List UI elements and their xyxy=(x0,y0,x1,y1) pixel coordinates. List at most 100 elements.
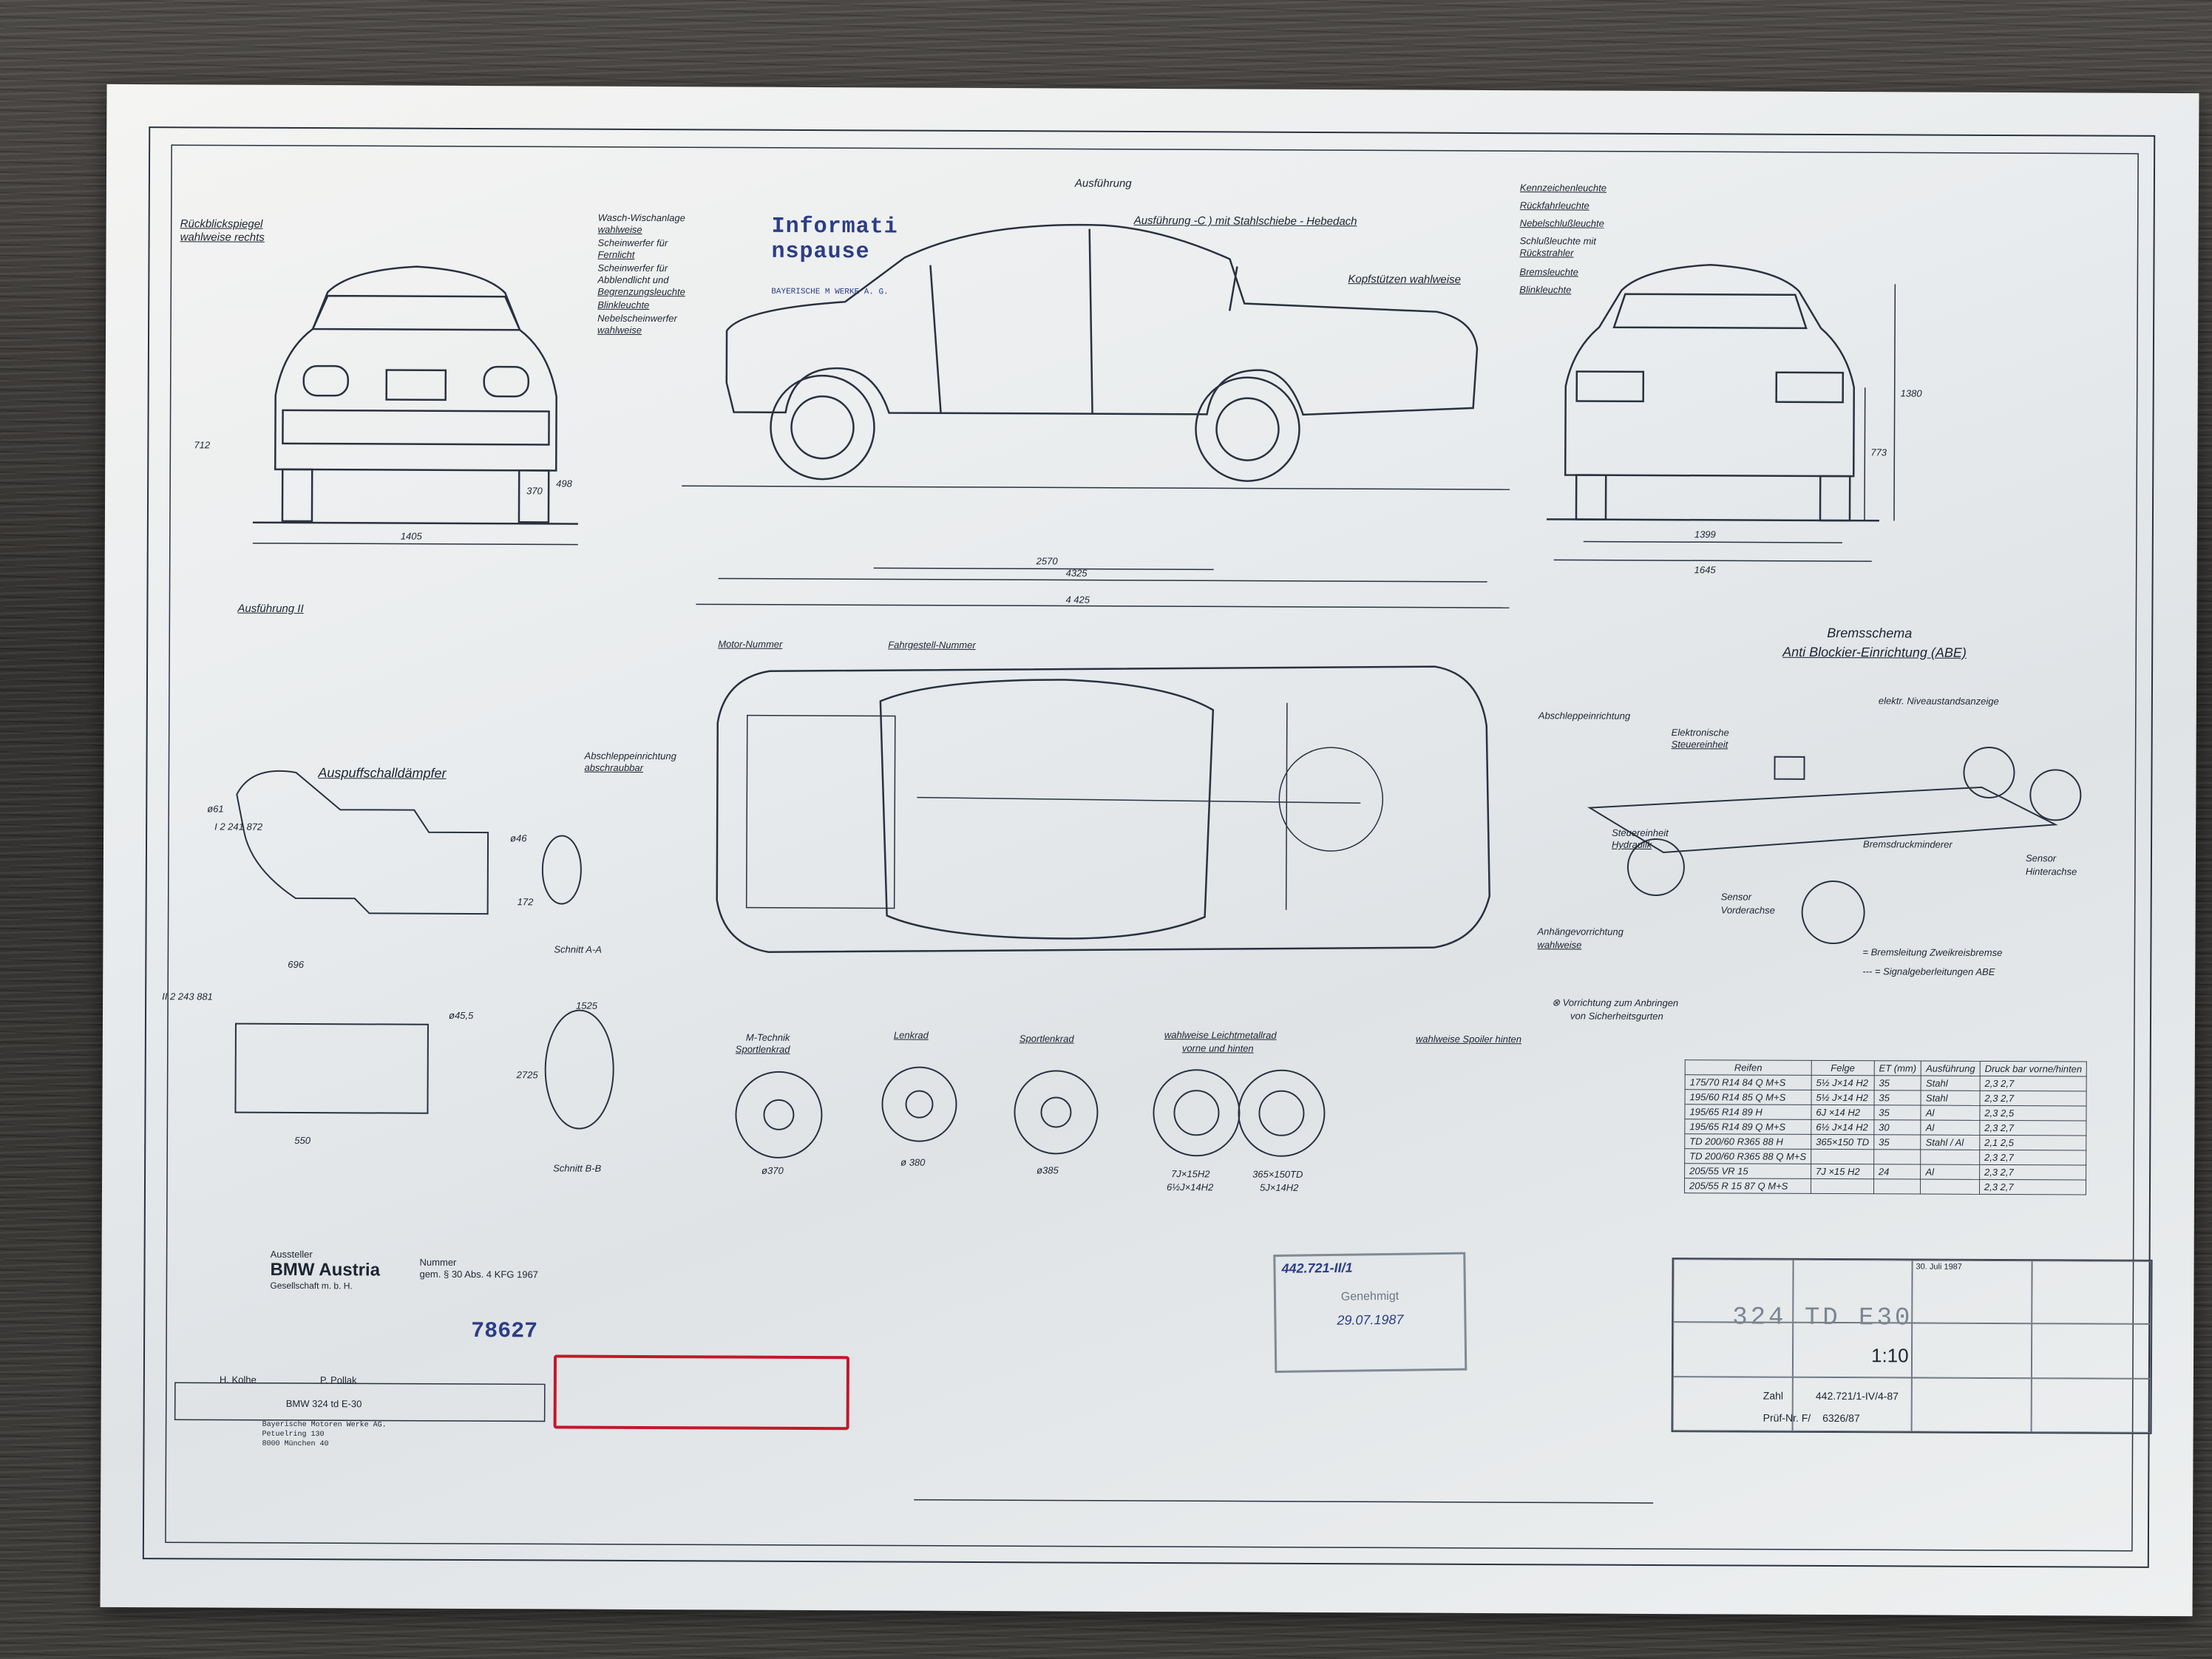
label-leicht: wahlweise Leichtmetallrad xyxy=(1164,1029,1277,1041)
informationspause-stamp: Informati nspause BAYERISCHE M WERKE A. … xyxy=(771,214,949,319)
model-designation: 324 TD E30 xyxy=(1732,1303,1913,1333)
dim-1399: 1399 xyxy=(1694,529,1716,540)
label-nebel: Nebelscheinwerfer xyxy=(597,312,677,325)
approval-genehmigt: Genehmigt xyxy=(1340,1289,1400,1303)
dim-498: 498 xyxy=(556,478,572,489)
address-line-1: Bayerische Motoren Werke AG. xyxy=(262,1420,387,1430)
zahl-value: 442.721/1-IV/4-87 xyxy=(1815,1389,1899,1402)
dim-773: 773 xyxy=(1870,447,1887,458)
cell: Al xyxy=(1921,1120,1980,1136)
issuer-person-1: H. Kolhe xyxy=(219,1374,257,1385)
dim-4425: 4 425 xyxy=(1065,594,1090,605)
tb-cell xyxy=(1911,1323,2032,1378)
label-kopf: Kopfstützen wahlweise xyxy=(1348,273,1462,286)
abs-schema xyxy=(1587,746,2082,945)
label-fahrgestell-nr: Fahrgestell-Nummer xyxy=(888,639,976,651)
cell: 5½ J×14 H2 xyxy=(1811,1090,1874,1105)
dim-2570: 2570 xyxy=(1036,555,1058,567)
address-line-3: 8000 München 40 xyxy=(262,1439,329,1449)
label-abschlepp-l-2: abschraubbar xyxy=(584,761,644,774)
cell: 5½ J×14 H2 xyxy=(1811,1075,1875,1090)
approval-number: 442.721-II/1 xyxy=(1281,1260,1353,1276)
part-number-1: I 2 241 872 xyxy=(214,821,263,832)
dim-46: ø46 xyxy=(510,832,527,844)
cell: 2,3 2,7 xyxy=(1979,1120,2087,1136)
tire-table-header: Reifen Felge ET (mm) Ausführung Druck ba… xyxy=(1685,1059,2087,1077)
red-approval-stamp xyxy=(553,1354,850,1431)
issuer-block: Aussteller BMW Austria Gesellschaft m. b… xyxy=(270,1249,380,1292)
dim-370: 370 xyxy=(526,485,543,497)
issuer-name: BMW Austria xyxy=(270,1259,381,1280)
pruef-label: Prüf-Nr. F/ xyxy=(1763,1411,1811,1424)
label-blink-rear: Blinkleuchte xyxy=(1519,284,1572,296)
cell: Al xyxy=(1921,1105,1980,1121)
title-block: 30. Juli 1987 xyxy=(1671,1258,2153,1434)
cell: 175/70 R14 84 Q M+S xyxy=(1685,1074,1812,1090)
tire-col-ausf: Ausführung xyxy=(1921,1061,1981,1076)
outer-frame xyxy=(142,126,2156,1568)
label-anhaenge: Anhängevorrichtung xyxy=(1537,926,1624,937)
cell: 2,3 2,7 xyxy=(1979,1164,2087,1181)
label-kennzeichen: Kennzeichenleuchte xyxy=(1519,182,1607,194)
label-steuer-hydr-2: Hydraulik xyxy=(1612,838,1652,850)
dim-wheel-370: ø370 xyxy=(761,1164,784,1176)
cell: 2,1 2,5 xyxy=(1979,1135,2087,1151)
tb-cell xyxy=(1911,1377,2032,1433)
cell: 35 xyxy=(1873,1134,1921,1150)
dim-712: 712 xyxy=(194,439,211,451)
label-mtechnik-2: Sportlenkrad xyxy=(735,1043,790,1055)
scale-label: 1:10 xyxy=(1870,1344,1909,1367)
cell: 35 xyxy=(1873,1090,1921,1106)
approval-date: 29.07.1987 xyxy=(1337,1312,1404,1328)
tb-cell-date: 30. Juli 1987 xyxy=(1912,1260,2032,1324)
cell: 35 xyxy=(1873,1105,1921,1121)
cell: 6½ J×14 H2 xyxy=(1811,1119,1874,1135)
cell: 2,3 2,7 xyxy=(1979,1076,2087,1092)
exhaust-muffler xyxy=(234,770,614,1130)
label-leicht-2: vorne und hinten xyxy=(1181,1042,1254,1054)
tb-cell xyxy=(2031,1377,2151,1433)
label-nebel-2: wahlweise xyxy=(597,324,642,336)
cell: 365×150 TD xyxy=(1811,1134,1874,1150)
cell: 205/55 VR 15 xyxy=(1684,1163,1811,1179)
rim-2: 365×150TD xyxy=(1252,1168,1303,1180)
issuer-sub: Gesellschaft m. b. H. xyxy=(270,1280,353,1292)
cell: 7J ×15 H2 xyxy=(1811,1164,1874,1179)
issuer-aussteller: Aussteller xyxy=(270,1248,313,1261)
label-abe: Anti Blockier-Einrichtung (ABE) xyxy=(1782,644,1967,660)
cell: 24 xyxy=(1873,1164,1921,1180)
dim-4325: 4325 xyxy=(1065,567,1088,579)
issuer-number: 78627 xyxy=(471,1319,538,1345)
cell: Al xyxy=(1920,1164,1980,1180)
label-sensor-ha-2: Hinterachse xyxy=(2025,866,2077,878)
cell: 195/65 R14 89 Q M+S xyxy=(1684,1119,1811,1135)
pruef-row: Prüf-Nr. F/ 6326/87 xyxy=(1763,1412,1860,1425)
label-bremsschema: Bremsschema xyxy=(1827,625,1913,641)
approval-stamp: 442.721-II/1 Genehmigt 29.07.1987 xyxy=(1273,1252,1468,1374)
cell: Stahl xyxy=(1921,1090,1980,1106)
label-auspuff: Auspuffschalldämpfer xyxy=(318,765,447,781)
label-sensor-va: Sensor xyxy=(1720,891,1751,903)
label-rueckfahr: Rückfahrleuchte xyxy=(1519,200,1590,211)
label-motor-nr: Motor-Nummer xyxy=(718,638,783,650)
zahl-label: Zahl xyxy=(1763,1389,1784,1402)
address-block: Bayerische Motoren Werke AG. Petuelring … xyxy=(262,1420,386,1450)
steering-wheels xyxy=(735,1066,1326,1158)
label-wasch-2: wahlweise xyxy=(597,223,642,235)
cell: 6J ×14 H2 xyxy=(1811,1105,1874,1120)
rear-view-car xyxy=(1546,264,1879,522)
label-elektr-steuer-2: Steuereinheit xyxy=(1671,739,1728,750)
issuer-person-2: P. Pollak xyxy=(319,1374,357,1386)
cell: TD 200/60 R365 88 Q M+S xyxy=(1684,1148,1811,1164)
label-signal: --- = Signalgeberleitungen ABE xyxy=(1862,966,1995,977)
cell: 195/65 R14 89 H xyxy=(1684,1104,1811,1120)
inner-frame xyxy=(165,144,2139,1552)
side-view-car xyxy=(682,223,1510,490)
label-mtechnik: M-Technik xyxy=(745,1031,790,1043)
dim-696: 696 xyxy=(288,958,305,971)
label-abblend-2: Abblendlicht und xyxy=(597,274,669,286)
